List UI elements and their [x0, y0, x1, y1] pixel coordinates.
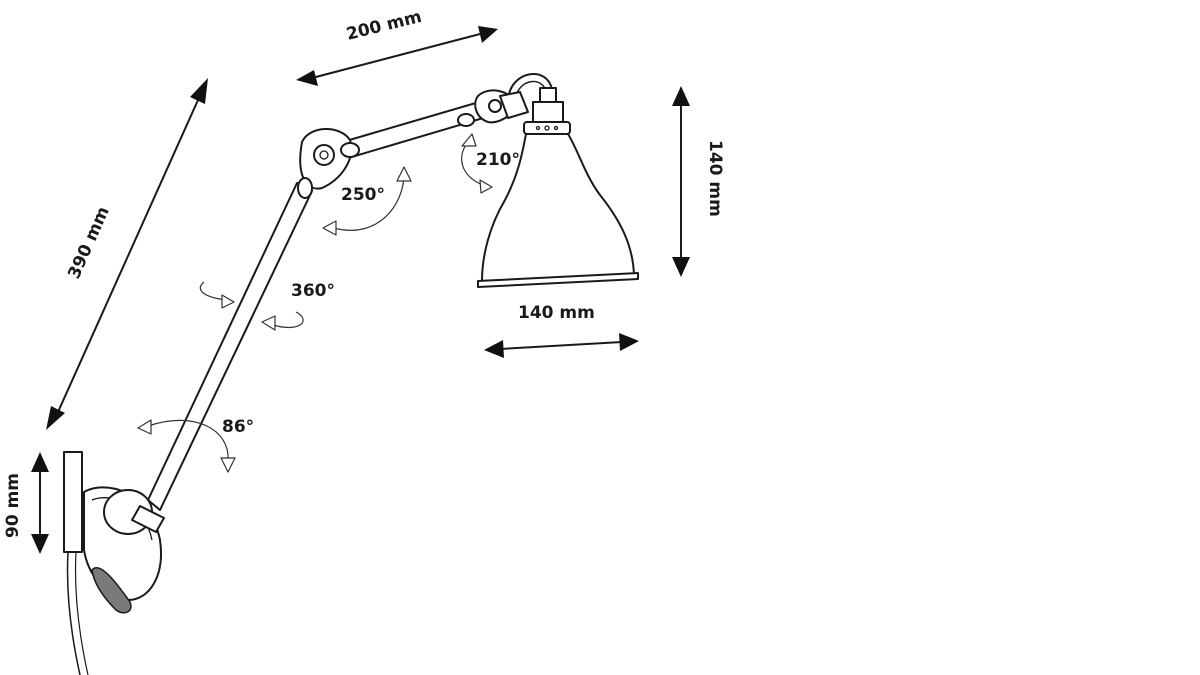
base-knob [91, 567, 132, 614]
lamp-shade [477, 133, 639, 288]
wall-plate [63, 451, 83, 553]
label-arm-length: 390 mm [64, 204, 114, 282]
label-shade-height: 140 mm [705, 140, 725, 217]
label-base-rotation: 86° [222, 417, 254, 437]
wall-base [63, 451, 162, 675]
label-swivel-rotation: 360° [291, 281, 335, 301]
dim-shade-height [672, 86, 690, 277]
rotation-base [137, 419, 236, 473]
elbow-joint [297, 128, 360, 199]
rotation-shade [461, 133, 493, 194]
label-shade-width: 140 mm [518, 303, 595, 323]
dim-upper-arm [296, 26, 498, 86]
dim-arm-length [46, 78, 208, 430]
shade-joint [457, 73, 571, 135]
label-base-height: 90 mm [3, 473, 23, 538]
rotation-swivel [199, 281, 304, 331]
power-cable-inner [74, 551, 89, 675]
dim-base-height [31, 452, 49, 554]
rotation-elbow [322, 166, 412, 236]
label-upper-arm-length: 200 mm [344, 7, 423, 45]
lower-arm [131, 182, 313, 533]
dim-shade-width [484, 333, 639, 358]
power-cable [66, 551, 81, 675]
label-shade-rotation: 210° [476, 150, 520, 170]
label-elbow-rotation: 250° [341, 185, 385, 205]
